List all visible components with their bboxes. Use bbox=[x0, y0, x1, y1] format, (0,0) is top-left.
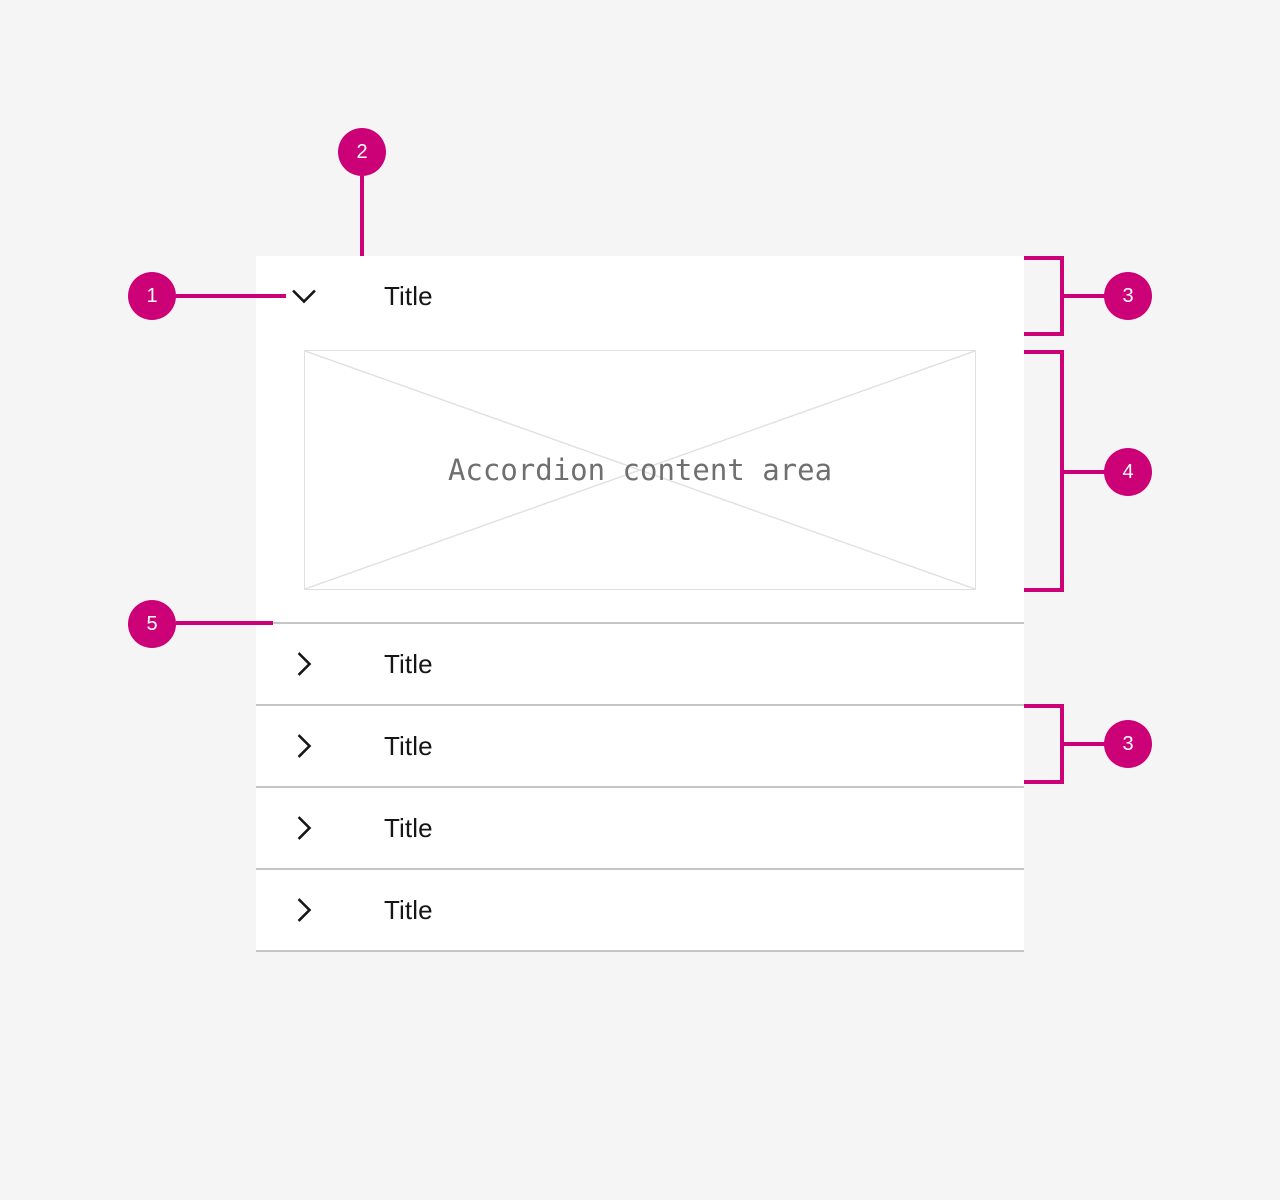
annotation-marker-5: 5 bbox=[128, 600, 176, 648]
accordion-divider-3 bbox=[256, 786, 1024, 788]
chevron-right-icon[interactable] bbox=[288, 812, 320, 844]
accordion-header-2[interactable]: Title bbox=[256, 624, 1024, 704]
accordion-header-1[interactable]: Title bbox=[256, 256, 1024, 336]
accordion-header-5[interactable]: Title bbox=[256, 870, 1024, 950]
annotation-leader-4 bbox=[1060, 470, 1106, 474]
chevron-right-icon[interactable] bbox=[288, 730, 320, 762]
accordion-item-2: Title bbox=[256, 624, 1024, 706]
chevron-right-icon[interactable] bbox=[288, 894, 320, 926]
annotation-marker-2: 2 bbox=[338, 128, 386, 176]
accordion-title-1: Title bbox=[384, 281, 433, 311]
accordion-content-area: Accordion content area bbox=[256, 336, 1024, 622]
annotation-marker-4: 4 bbox=[1104, 448, 1152, 496]
annotation-leader-2 bbox=[360, 176, 364, 256]
placeholder-cross-icon bbox=[305, 351, 975, 589]
content-placeholder-box: Accordion content area bbox=[304, 350, 976, 590]
annotation-marker-3-top: 3 bbox=[1104, 272, 1152, 320]
annotation-leader-1 bbox=[176, 294, 286, 298]
content-placeholder-label: Accordion content area bbox=[447, 453, 833, 487]
accordion-divider-1 bbox=[256, 622, 1024, 624]
chevron-right-icon[interactable] bbox=[288, 648, 320, 680]
annotation-bracket-4 bbox=[1024, 350, 1064, 592]
annotation-marker-1: 1 bbox=[128, 272, 176, 320]
annotation-bracket-3-top bbox=[1024, 256, 1064, 336]
annotation-leader-3-top bbox=[1060, 294, 1106, 298]
annotation-bracket-3-bottom bbox=[1024, 704, 1064, 784]
accordion-item-4: Title bbox=[256, 788, 1024, 870]
accordion-item-5: Title bbox=[256, 870, 1024, 952]
chevron-down-icon[interactable] bbox=[288, 280, 320, 312]
accordion-divider-2 bbox=[256, 704, 1024, 706]
accordion-title-4: Title bbox=[384, 813, 433, 843]
accordion-header-4[interactable]: Title bbox=[256, 788, 1024, 868]
accordion-divider-4 bbox=[256, 868, 1024, 870]
accordion-component: Title Accordion content area bbox=[256, 256, 1024, 952]
accordion-item-1: Title Accordion content area bbox=[256, 256, 1024, 624]
annotation-leader-5 bbox=[176, 621, 273, 625]
accordion-item-3: Title bbox=[256, 706, 1024, 788]
accordion-title-5: Title bbox=[384, 895, 433, 925]
annotation-marker-3-bottom: 3 bbox=[1104, 720, 1152, 768]
accordion-header-3[interactable]: Title bbox=[256, 706, 1024, 786]
annotation-leader-3-bottom bbox=[1060, 742, 1106, 746]
accordion-title-2: Title bbox=[384, 649, 433, 679]
accordion-divider-5 bbox=[256, 950, 1024, 952]
accordion-title-3: Title bbox=[384, 731, 433, 761]
